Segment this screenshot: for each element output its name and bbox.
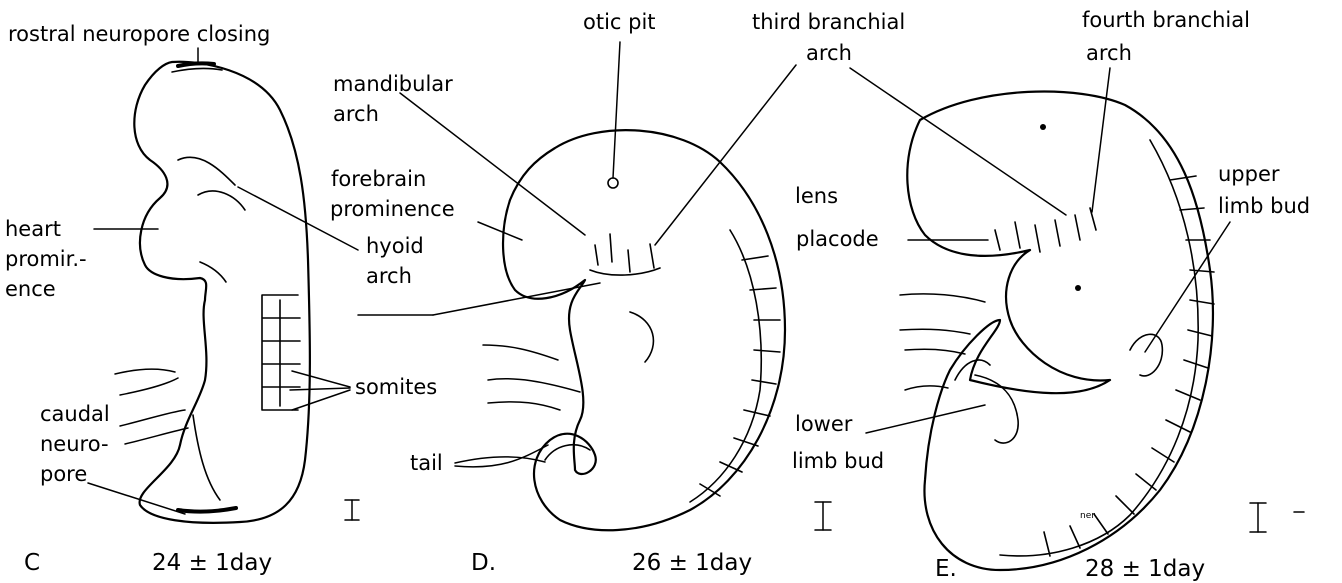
label-forebrain-1: forebrain <box>331 167 426 191</box>
label-fourth-branchial-2: arch <box>1086 41 1132 65</box>
caption-letter-c: C <box>24 550 40 576</box>
label-caudal-2: neuro- <box>40 432 109 456</box>
caption-letter-e: E. <box>935 556 957 582</box>
embryo-c-outline <box>134 62 310 523</box>
caption-age-e: 28 ± 1day <box>1085 556 1205 582</box>
label-rostral-neuropore: rostral neuropore closing <box>8 22 270 46</box>
label-heart-1: heart <box>5 217 61 241</box>
label-caudal-3: pore <box>40 462 87 486</box>
label-lower-limb-2: limb bud <box>792 449 884 473</box>
label-lower-limb-1: lower <box>795 412 853 436</box>
label-heart-2: promir.- <box>5 247 87 271</box>
label-somites: somites <box>355 375 437 399</box>
label-hyoid-2: arch <box>366 264 412 288</box>
caption-age-d: 26 ± 1day <box>632 550 752 576</box>
label-caudal-1: caudal <box>40 402 110 426</box>
scale-bar-e <box>1250 503 1304 532</box>
caption-age-c: 24 ± 1day <box>152 550 272 576</box>
label-lens-1: lens <box>795 184 838 208</box>
label-forebrain-2: prominence <box>330 197 455 221</box>
caption-letter-d: D. <box>471 550 496 576</box>
label-third-branchial-1: third branchial <box>752 10 905 34</box>
label-third-branchial-2: arch <box>806 41 852 65</box>
label-upper-limb-1: upper <box>1218 162 1280 186</box>
embryo-c <box>134 62 310 523</box>
embryo-d-outline <box>503 130 785 530</box>
label-lens-2: placode <box>796 227 879 251</box>
label-heart-3: ence <box>5 277 56 301</box>
label-mandibular-1: mandibular <box>333 72 453 96</box>
embryo-d <box>503 130 785 530</box>
artist-initials: ner <box>1080 511 1095 521</box>
label-tail: tail <box>410 451 443 475</box>
label-fourth-branchial-1: fourth branchial <box>1082 8 1250 32</box>
scale-bar-d <box>815 502 831 530</box>
label-otic-pit: otic pit <box>583 10 656 34</box>
label-upper-limb-2: limb bud <box>1218 194 1310 218</box>
label-hyoid-1: hyoid <box>366 234 424 258</box>
label-mandibular-2: arch <box>333 102 379 126</box>
scale-bar-c <box>345 500 359 520</box>
